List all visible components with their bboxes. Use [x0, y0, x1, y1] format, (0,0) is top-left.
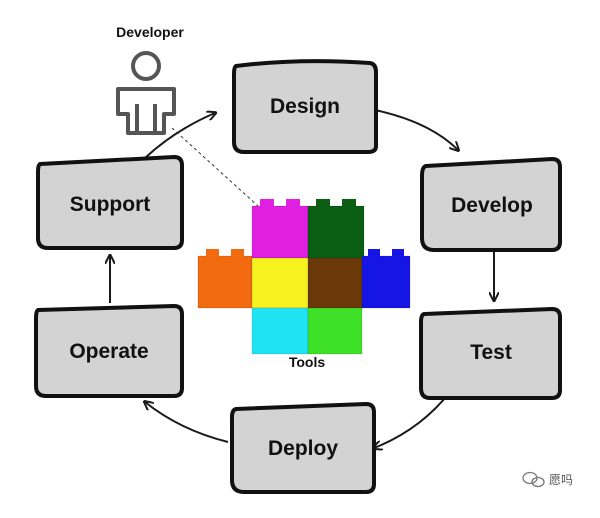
stage-test-label: Test: [470, 341, 512, 364]
person-icon: [116, 51, 176, 135]
brick-cyan: [251, 307, 309, 355]
brick-magenta: [251, 205, 309, 259]
stage-develop[interactable]: Develop: [420, 156, 562, 252]
brick-brown: [307, 257, 363, 309]
wechat-icon: [522, 471, 545, 488]
stage-design-label: Design: [270, 95, 340, 118]
tools-label: Tools: [289, 354, 326, 370]
stage-operate[interactable]: Operate: [34, 303, 184, 398]
developer-label: Developer: [116, 24, 184, 40]
lego-bricks-icon: [197, 199, 411, 355]
brick-dark-green: [307, 205, 365, 259]
developer-tools-link: [171, 127, 259, 207]
brick-orange: [197, 255, 253, 309]
watermark: 愿吗: [522, 471, 573, 488]
watermark-text: 愿吗: [549, 473, 573, 487]
stage-deploy[interactable]: Deploy: [230, 401, 376, 494]
stage-support-label: Support: [70, 193, 150, 216]
brick-blue: [361, 255, 411, 309]
brick-green: [307, 307, 363, 355]
stage-design[interactable]: Design: [232, 59, 378, 154]
developer-actor: Developer: [116, 24, 184, 135]
arrow-test-to-deploy: [374, 391, 451, 448]
arrow-deploy-to-operate: [145, 402, 229, 443]
stage-deploy-label: Deploy: [268, 437, 338, 460]
stage-operate-label: Operate: [69, 340, 148, 363]
arrow-design-to-develop: [374, 109, 458, 150]
stage-test[interactable]: Test: [419, 306, 562, 400]
stage-support[interactable]: Support: [36, 154, 184, 250]
brick-yellow: [251, 257, 309, 309]
stage-develop-label: Develop: [451, 194, 533, 217]
